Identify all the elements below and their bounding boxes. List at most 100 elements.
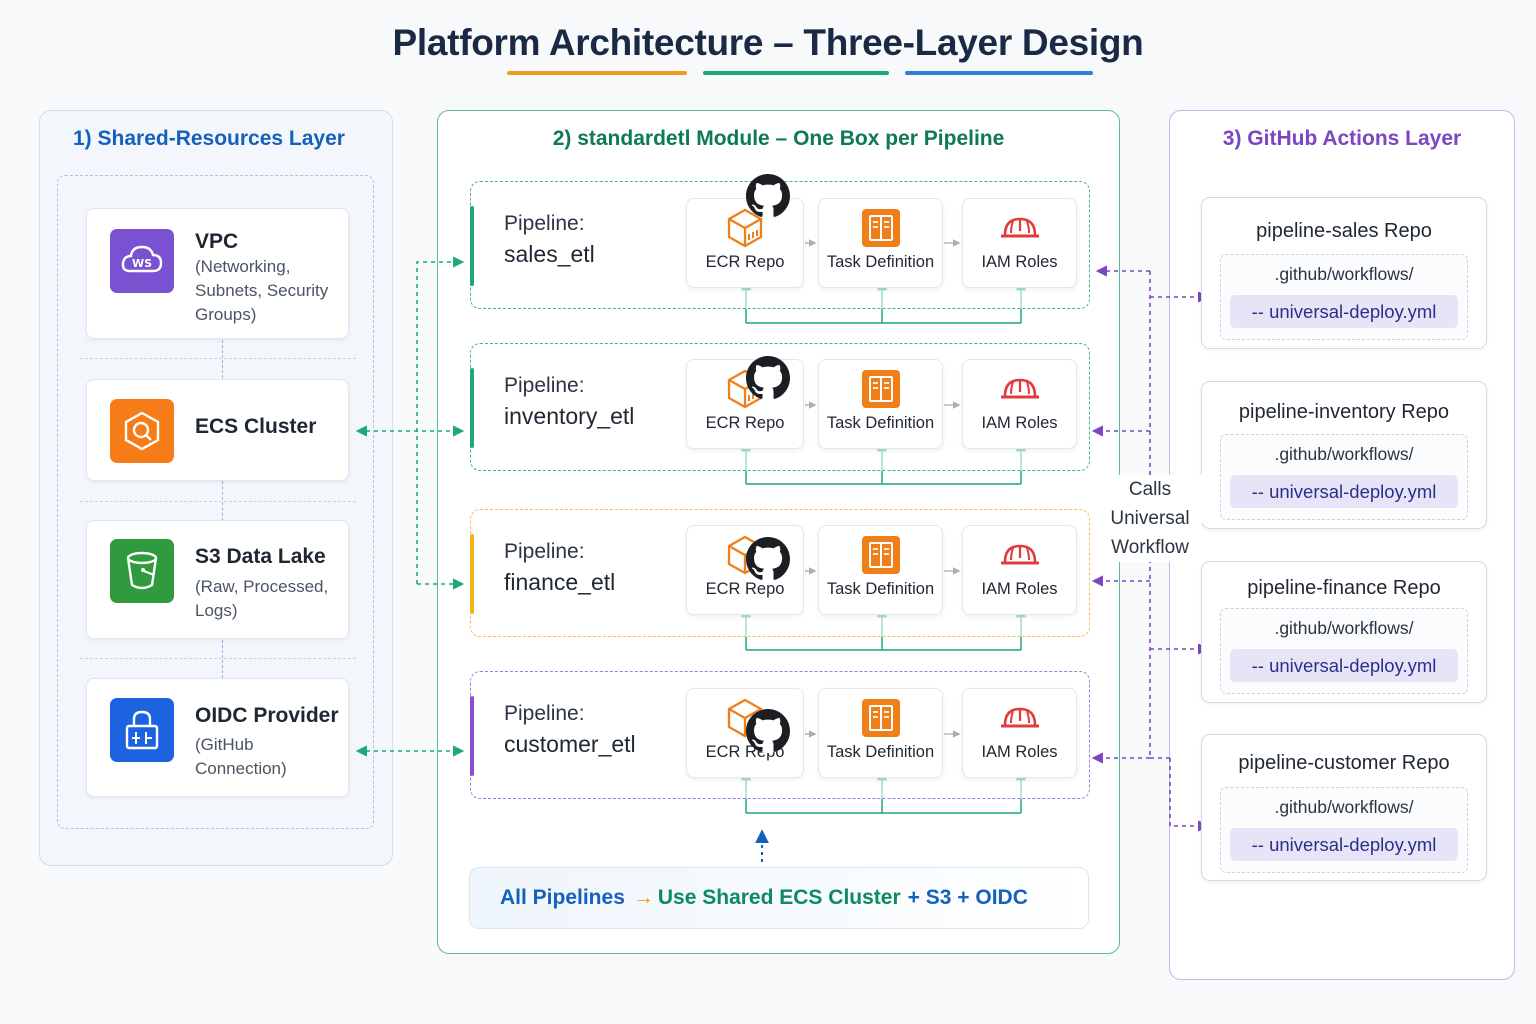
svg-text:WS: WS <box>132 257 152 270</box>
calls-universal-workflow-label: Calls Universal Workflow <box>1098 475 1202 562</box>
iam-roles-card[interactable]: IAM Roles <box>962 359 1077 449</box>
component-label: ECR Repo <box>705 414 785 432</box>
resource-connector <box>222 340 223 378</box>
iam-hardhat-icon <box>1000 378 1039 399</box>
pipeline-label: Pipeline: <box>504 540 585 563</box>
workflow-file[interactable]: -- universal-deploy.yml <box>1230 828 1458 861</box>
github-icon <box>746 709 790 753</box>
workflow-folder: .github/workflows/ -- universal-deploy.y… <box>1220 608 1468 694</box>
component-label: Task Definition <box>826 580 935 598</box>
repo-card-sales[interactable]: pipeline-sales Repo .github/workflows/ -… <box>1201 197 1487 349</box>
workflow-path: .github/workflows/ <box>1274 264 1414 284</box>
task-definition-card[interactable]: Task Definition <box>818 359 943 449</box>
repo-name: pipeline-finance Repo <box>1247 577 1441 599</box>
ecr-repo-card[interactable]: ECR Repo <box>686 198 804 288</box>
repo-card-inventory[interactable]: pipeline-inventory Repo .github/workflow… <box>1201 381 1487 529</box>
component-label: Task Definition <box>826 743 935 761</box>
module-layer-title: 2) standardetl Module – One Box per Pipe… <box>552 127 1005 150</box>
component-label: IAM Roles <box>981 580 1058 598</box>
repo-name: pipeline-inventory Repo <box>1238 401 1450 423</box>
repo-card-customer[interactable]: pipeline-customer Repo .github/workflows… <box>1201 734 1487 881</box>
github-icon <box>746 537 790 581</box>
workflow-folder: .github/workflows/ -- universal-deploy.y… <box>1220 787 1468 873</box>
iam-hardhat-icon <box>1000 707 1039 728</box>
divider <box>80 358 356 359</box>
workflow-folder: .github/workflows/ -- universal-deploy.y… <box>1220 434 1468 520</box>
resource-name: OIDC Provider <box>195 704 339 727</box>
pipeline-accent-bar <box>470 696 474 776</box>
pipeline-accent-bar <box>470 206 474 286</box>
workflow-path: .github/workflows/ <box>1274 618 1414 638</box>
iam-hardhat-icon <box>1000 217 1039 238</box>
iam-roles-card[interactable]: IAM Roles <box>962 525 1077 615</box>
pipeline-label: Pipeline: <box>504 212 585 235</box>
resource-card-vpc[interactable]: WS VPC (Networking, Subnets, Security Gr… <box>86 208 349 339</box>
pipeline-accent-bar <box>470 368 474 448</box>
task-definition-card[interactable]: Task Definition <box>818 198 943 288</box>
component-label: IAM Roles <box>981 414 1058 432</box>
resource-card-s3-data-lake[interactable]: S3 Data Lake (Raw, Processed, Logs) <box>86 520 349 639</box>
pipeline-name: sales_etl <box>504 241 595 267</box>
ecr-repo-icon <box>727 208 763 248</box>
task-definition-icon <box>861 699 900 737</box>
resource-description: (Networking, Subnets, Security Groups) <box>195 257 329 324</box>
component-label: IAM Roles <box>981 253 1058 271</box>
resource-card-ecs-cluster[interactable]: ECS Cluster <box>86 379 349 481</box>
pipeline-name: customer_etl <box>504 731 636 757</box>
page-title: Platform Architecture – Three-Layer Desi… <box>392 22 1144 63</box>
resource-description: (GitHub Connection) <box>195 735 287 778</box>
workflow-file[interactable]: -- universal-deploy.yml <box>1230 649 1458 682</box>
github-icon <box>746 174 790 218</box>
repo-card-finance[interactable]: pipeline-finance Repo .github/workflows/… <box>1201 561 1487 703</box>
ecs-icon <box>110 399 174 463</box>
iam-roles-card[interactable]: IAM Roles <box>962 198 1077 288</box>
shared-resources-group <box>57 175 374 829</box>
title-underline-orange <box>507 71 687 75</box>
shared-layer-title: 1) Shared-Resources Layer <box>73 127 345 150</box>
resource-connector <box>222 481 223 521</box>
component-label: ECR Repo <box>705 253 785 271</box>
task-definition-card[interactable]: Task Definition <box>818 525 943 615</box>
repo-name: pipeline-customer Repo <box>1238 752 1450 774</box>
component-label: IAM Roles <box>981 743 1058 761</box>
resource-name: ECS Cluster <box>195 415 317 438</box>
actions-layer-title: 3) GitHub Actions Layer <box>1222 127 1462 150</box>
component-label: Task Definition <box>826 414 935 432</box>
github-icon <box>746 356 790 400</box>
task-definition-card[interactable]: Task Definition <box>818 688 943 778</box>
workflow-folder: .github/workflows/ -- universal-deploy.y… <box>1220 254 1468 340</box>
note-s3-oidc: + S3 + OIDC <box>907 886 1028 909</box>
note-all-pipelines: All Pipelines <box>500 886 625 909</box>
component-label: Task Definition <box>826 253 935 271</box>
task-definition-icon <box>861 209 900 247</box>
workflow-path: .github/workflows/ <box>1274 444 1414 464</box>
resource-connector <box>222 640 223 678</box>
pipeline-name: finance_etl <box>504 569 616 595</box>
s3-bucket-icon <box>110 539 174 603</box>
divider <box>80 658 356 659</box>
arrow-right-icon: → <box>632 886 654 909</box>
workflow-path: .github/workflows/ <box>1274 797 1414 817</box>
resource-card-oidc-provider[interactable]: OIDC Provider (GitHub Connection) <box>86 678 349 797</box>
task-definition-icon <box>861 370 900 408</box>
divider <box>80 501 356 502</box>
task-definition-icon <box>861 536 900 574</box>
component-label: ECR Repo <box>705 580 785 598</box>
oidc-lock-icon <box>110 698 174 762</box>
iam-hardhat-icon <box>1000 544 1039 565</box>
aws-cloud-icon: WS <box>110 229 174 293</box>
repo-name: pipeline-sales Repo <box>1256 220 1432 242</box>
note-shared-ecs: Use Shared ECS Cluster <box>657 886 901 909</box>
pipeline-name: inventory_etl <box>504 403 635 429</box>
pipeline-label: Pipeline: <box>504 702 585 725</box>
workflow-file[interactable]: -- universal-deploy.yml <box>1230 475 1458 508</box>
title-underline-blue <box>905 71 1093 75</box>
resource-description: (Raw, Processed, Logs) <box>195 577 329 620</box>
pipeline-label: Pipeline: <box>504 374 585 397</box>
shared-usage-note: All Pipelines → Use Shared ECS Cluster +… <box>469 867 1089 929</box>
iam-roles-card[interactable]: IAM Roles <box>962 688 1077 778</box>
workflow-file[interactable]: -- universal-deploy.yml <box>1230 295 1458 328</box>
resource-name: S3 Data Lake <box>195 545 326 568</box>
pipeline-accent-bar <box>470 534 474 614</box>
title-underline-green <box>703 71 889 75</box>
